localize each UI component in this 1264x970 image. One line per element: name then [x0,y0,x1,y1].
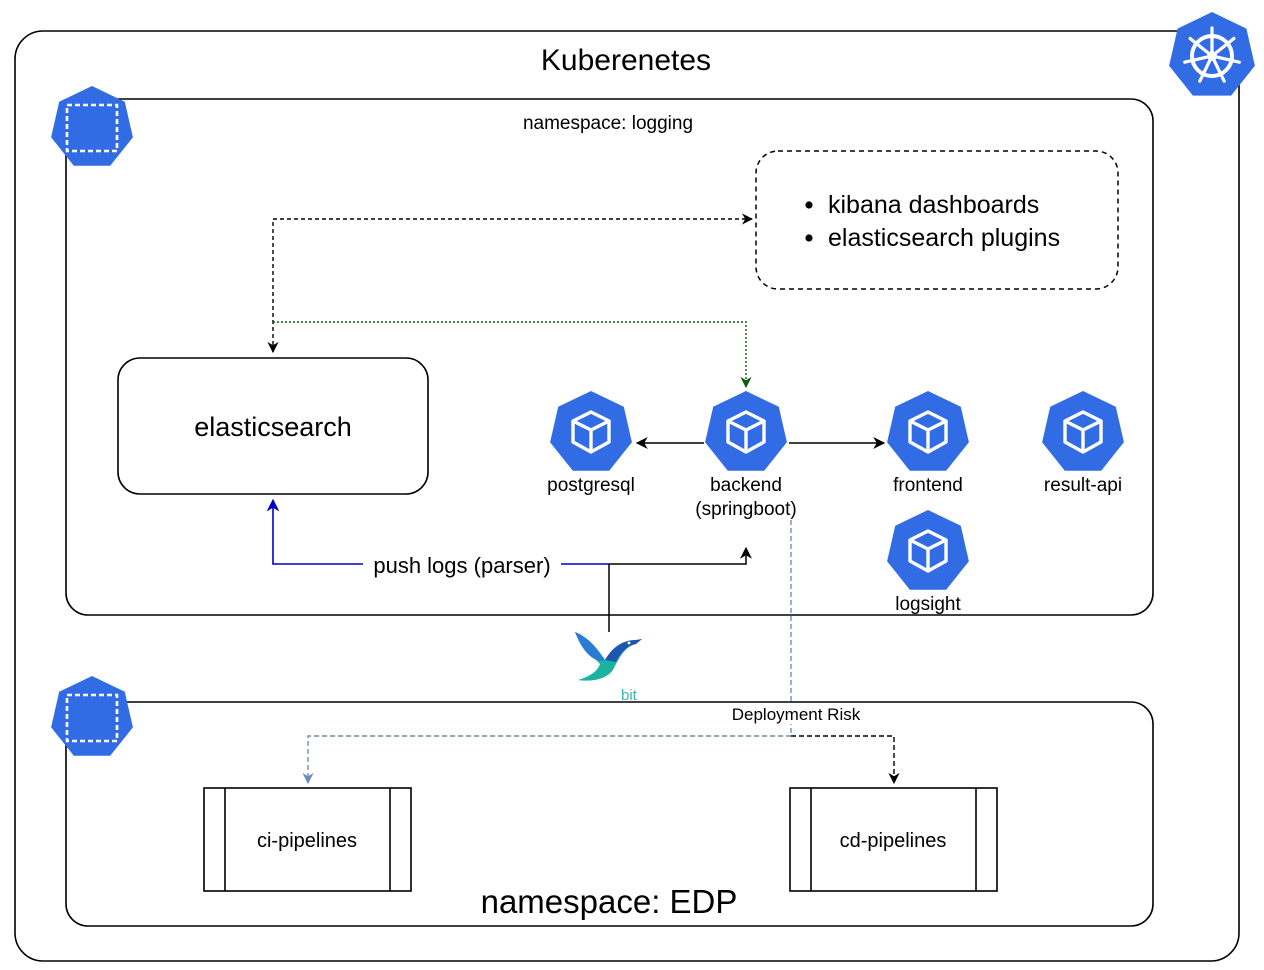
note-item-plugins: elasticsearch plugins [828,224,1060,252]
kubernetes-wheel-icon [1169,12,1255,96]
note-item-kibana: kibana dashboards [828,191,1039,219]
logsight-pod-icon [885,508,971,592]
elasticsearch-node [117,357,429,495]
edge-deployment-risk-cd [791,735,900,785]
namespace-logging-frame [65,98,1154,616]
deployment-risk-label: Deployment Risk [732,705,861,724]
namespace-logging-label: namespace: logging [523,113,693,134]
edge-deployment-risk-ci [302,735,791,785]
ci-pipelines-label: ci-pipelines [257,830,357,852]
namespace-edp-icon [49,674,135,758]
push-logs-label-bg [363,550,561,578]
backend-label: backend [710,475,782,496]
deployment-risk-label-bg [720,704,870,724]
notes-box [755,150,1119,290]
result-api-pod-icon [1040,389,1126,473]
namespace-edp-label: namespace: EDP [481,883,738,920]
postgresql-label: postgresql [547,475,635,496]
edge-push-logs-backend [609,546,752,565]
logsight-label: logsight [895,594,961,615]
cluster-title: Kuberenetes [541,44,711,77]
frontend-pod-icon [885,389,971,473]
fluent-bit-text: bit [621,687,638,704]
postgresql-pod-icon [548,389,634,473]
cd-pipelines-node [789,787,998,892]
fluent-bit-hummingbird-icon [575,632,642,681]
namespace-logging-icon [49,84,135,168]
push-logs-label: push logs (parser) [373,553,550,578]
kubernetes-cluster-frame [14,30,1240,962]
backend-sublabel: (springboot) [695,499,796,520]
frontend-label: frontend [893,475,963,496]
ci-pipelines-node [203,787,412,892]
edge-elasticsearch-backend [273,321,752,389]
bullet-icon [805,234,813,242]
elasticsearch-label: elasticsearch [194,412,352,442]
namespace-edp-frame [65,701,1154,927]
result-api-label: result-api [1044,475,1122,496]
cd-pipelines-label: cd-pipelines [840,830,947,852]
edge-elasticsearch-notes [267,213,754,354]
backend-pod-icon [703,389,789,473]
bullet-icon [805,201,813,209]
